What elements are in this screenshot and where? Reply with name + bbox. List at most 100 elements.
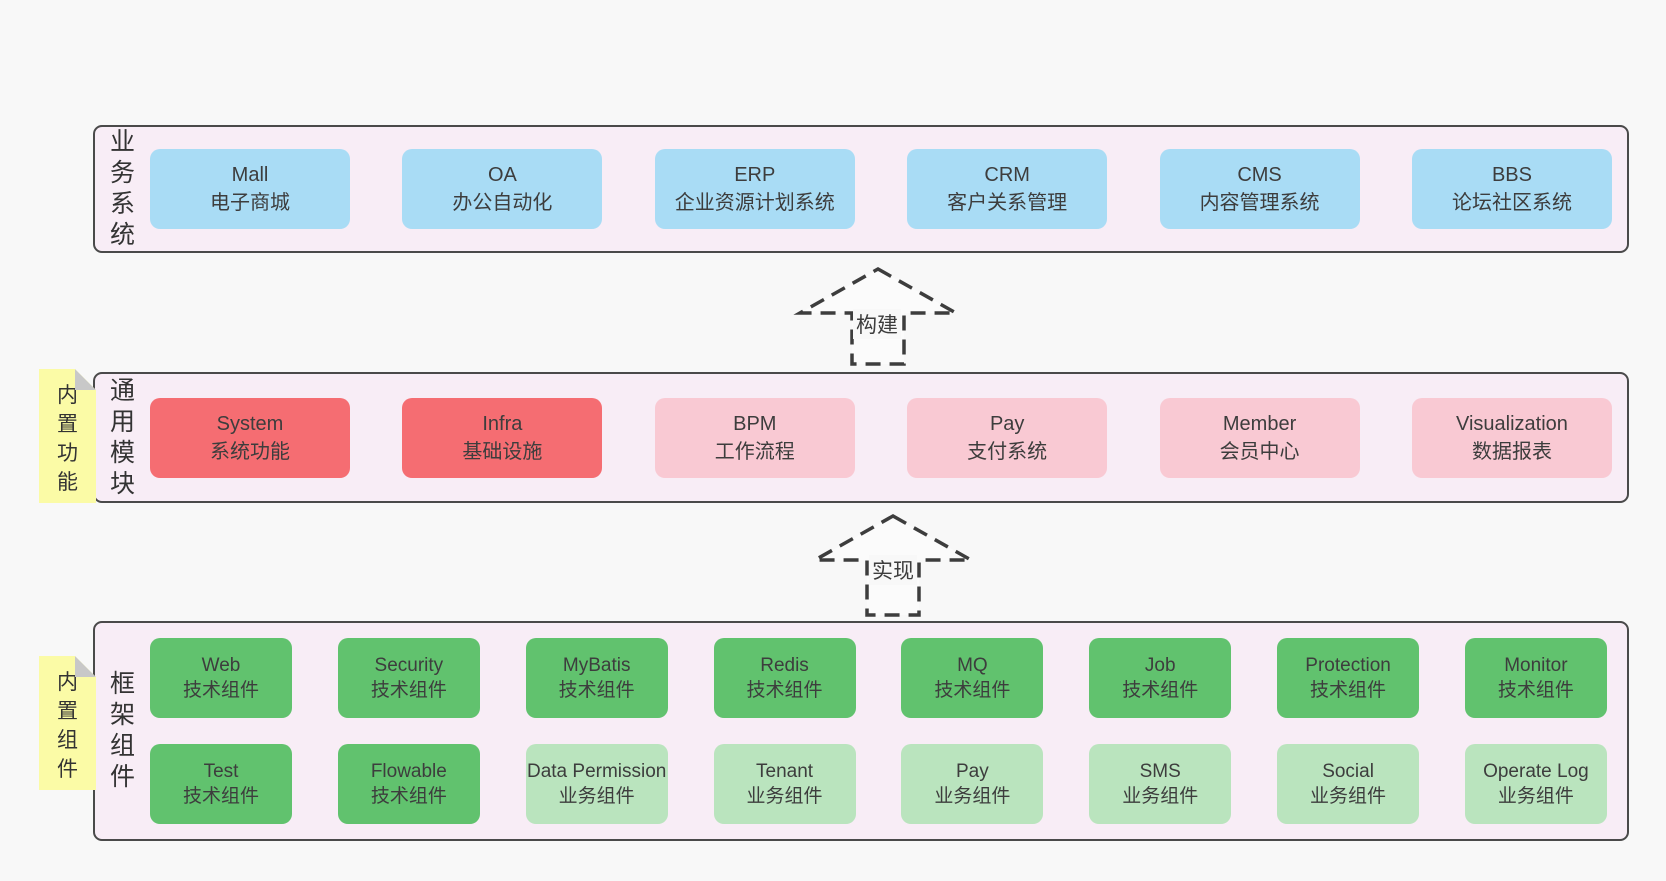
box-flowable: Flowable 技术组件 [337, 744, 480, 824]
box-name: Redis [760, 655, 809, 676]
sticky-note-builtin-features: 内置功能 [39, 369, 96, 503]
box-name: Pay [956, 761, 989, 782]
box-tenant: Tenant 业务组件 [713, 744, 856, 824]
box-name: Mall [231, 164, 269, 186]
band-framework-components: 框架组件 Web 技术组件 Security 技术组件 MyBatis 技术组件… [93, 621, 1629, 841]
box-desc: 业务组件 [934, 786, 1011, 807]
box-desc: 技术组件 [370, 786, 447, 807]
band-label-text: 通用模块 [109, 376, 135, 498]
box-mybatis: MyBatis 技术组件 [525, 638, 668, 718]
box-name: Web [201, 655, 241, 676]
box-protection: Protection 技术组件 [1277, 638, 1420, 718]
box-oa: OA 办公自动化 [402, 149, 603, 229]
box-desc: 电子商城 [210, 192, 290, 214]
box-desc: 业务组件 [1497, 786, 1574, 807]
box-name: Test [203, 761, 239, 782]
box-name: MyBatis [562, 655, 631, 676]
band-modules-content: System 系统功能 Infra 基础设施 BPM 工作流程 Pay 支付系统… [150, 374, 1627, 501]
box-cms: CMS 内容管理系统 [1159, 149, 1360, 229]
box-monitor: Monitor 技术组件 [1464, 638, 1607, 718]
box-desc: 工作流程 [714, 440, 795, 463]
box-security: Security 技术组件 [337, 638, 480, 718]
box-name: Flowable [370, 761, 447, 782]
box-name: MQ [957, 655, 988, 676]
band-label-framework-components: 框架组件 [95, 623, 150, 839]
box-desc: 内容管理系统 [1199, 192, 1320, 214]
box-infra: Infra 基础设施 [402, 397, 603, 478]
box-name: CRM [984, 164, 1030, 186]
box-name: Data Permission [526, 761, 667, 782]
box-data-permission: Data Permission 业务组件 [525, 744, 668, 824]
box-pay: Pay 支付系统 [907, 397, 1108, 478]
band-label-text: 框架组件 [109, 670, 135, 791]
box-desc: 企业资源计划系统 [674, 192, 835, 214]
box-desc: 业务组件 [746, 786, 823, 807]
band-label-common-modules: 通用模块 [95, 374, 150, 501]
box-mq: MQ 技术组件 [901, 638, 1044, 718]
box-desc: 系统功能 [210, 440, 290, 463]
box-crm: CRM 客户关系管理 [907, 149, 1108, 229]
band-label-text: 业务系统 [109, 128, 135, 249]
box-desc: 技术组件 [182, 786, 259, 807]
band-label-business-systems: 业务系统 [95, 127, 150, 251]
box-desc: 支付系统 [967, 440, 1048, 463]
box-name: Social [1322, 761, 1374, 782]
box-name: Monitor [1504, 655, 1568, 676]
box-pay-business: Pay 业务组件 [901, 744, 1044, 824]
box-name: BPM [733, 412, 777, 435]
box-web: Web 技术组件 [150, 638, 292, 718]
box-desc: 技术组件 [558, 680, 635, 701]
box-desc: 技术组件 [182, 680, 259, 701]
box-name: Infra [482, 412, 523, 435]
box-bbs: BBS 论坛社区系统 [1411, 149, 1612, 229]
box-desc: 技术组件 [1497, 680, 1574, 701]
box-name: SMS [1139, 761, 1181, 782]
box-name: ERP [734, 164, 776, 186]
box-name: OA [487, 164, 517, 186]
band-framework-content: Web 技术组件 Security 技术组件 MyBatis 技术组件 Redi… [150, 623, 1627, 839]
sticky-text: 内置组件 [57, 671, 78, 781]
box-name: Security [374, 655, 444, 676]
box-mall: Mall 电子商城 [150, 149, 350, 229]
band-business-systems: 业务系统 Mall 电子商城 OA 办公自动化 ERP 企业资源计划系统 CRM… [93, 125, 1629, 253]
box-name: Tenant [756, 761, 814, 782]
box-desc: 基础设施 [462, 440, 543, 463]
box-desc: 技术组件 [370, 680, 447, 701]
box-desc: 技术组件 [1310, 680, 1387, 701]
arrow-build-label: 构建 [853, 309, 901, 339]
box-erp: ERP 企业资源计划系统 [654, 149, 855, 229]
band-business-content: Mall 电子商城 OA 办公自动化 ERP 企业资源计划系统 CRM 客户关系… [150, 127, 1627, 251]
box-test: Test 技术组件 [150, 744, 292, 824]
band-common-modules: 通用模块 System 系统功能 Infra 基础设施 BPM 工作流程 Pay… [93, 372, 1629, 503]
box-name: Job [1144, 655, 1176, 676]
box-name: Visualization [1455, 412, 1568, 435]
box-desc: 会员中心 [1219, 440, 1300, 463]
box-name: Protection [1305, 655, 1391, 676]
box-social: Social 业务组件 [1277, 744, 1420, 824]
box-name: System [216, 412, 284, 435]
box-visualization: Visualization 数据报表 [1411, 397, 1612, 478]
box-name: Pay [989, 412, 1025, 435]
box-desc: 业务组件 [1310, 786, 1387, 807]
box-desc: 业务组件 [1122, 786, 1199, 807]
box-desc: 业务组件 [558, 786, 635, 807]
box-desc: 数据报表 [1471, 440, 1552, 463]
box-desc: 技术组件 [1122, 680, 1199, 701]
arrow-implement-label: 实现 [869, 555, 917, 585]
box-name: CMS [1237, 164, 1282, 186]
box-desc: 论坛社区系统 [1451, 192, 1572, 214]
box-name: Member [1222, 412, 1297, 435]
box-redis: Redis 技术组件 [713, 638, 856, 718]
box-desc: 技术组件 [934, 680, 1011, 701]
sticky-note-builtin-components: 内置组件 [39, 656, 96, 790]
box-desc: 客户关系管理 [947, 192, 1068, 214]
box-member: Member 会员中心 [1159, 397, 1360, 478]
box-job: Job 技术组件 [1089, 638, 1232, 718]
box-name: BBS [1491, 164, 1532, 186]
sticky-text: 内置功能 [57, 384, 78, 494]
box-operate-log: Operate Log 业务组件 [1464, 744, 1607, 824]
box-name: Operate Log [1483, 761, 1589, 782]
box-system: System 系统功能 [150, 397, 350, 478]
box-desc: 技术组件 [746, 680, 823, 701]
box-sms: SMS 业务组件 [1089, 744, 1232, 824]
